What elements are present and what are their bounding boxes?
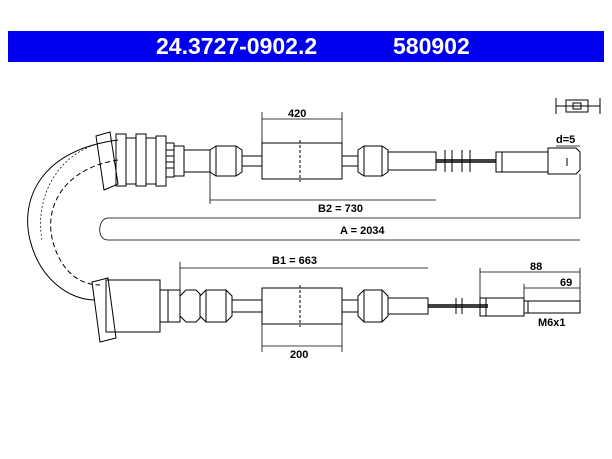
dim-69: 69	[560, 277, 572, 289]
lower-boot	[91, 277, 181, 343]
dim-420: 420	[288, 108, 306, 120]
lower-sleeve	[179, 285, 488, 327]
reference-number: 580902	[393, 33, 470, 59]
title-bar: 24.3727-0902.2 580902	[8, 31, 604, 62]
dim-200: 200	[290, 349, 308, 361]
lower-end-fitting	[479, 297, 581, 317]
dim-a: A = 2034	[340, 225, 385, 237]
upper-boot	[95, 131, 211, 191]
dim-diameter: d=5	[556, 134, 575, 146]
dim-thread: M6x1	[538, 317, 566, 329]
dim-88: 88	[530, 261, 542, 273]
clip-icon	[555, 98, 601, 114]
dim-b2: B2 = 730	[318, 203, 363, 215]
cable-bend	[27, 139, 119, 301]
part-number: 24.3727-0902.2	[156, 33, 318, 59]
upper-end-fitting	[495, 147, 581, 175]
dimension-lines	[99, 112, 581, 352]
upper-sleeve	[209, 140, 496, 182]
dim-b1: B1 = 663	[272, 255, 317, 267]
